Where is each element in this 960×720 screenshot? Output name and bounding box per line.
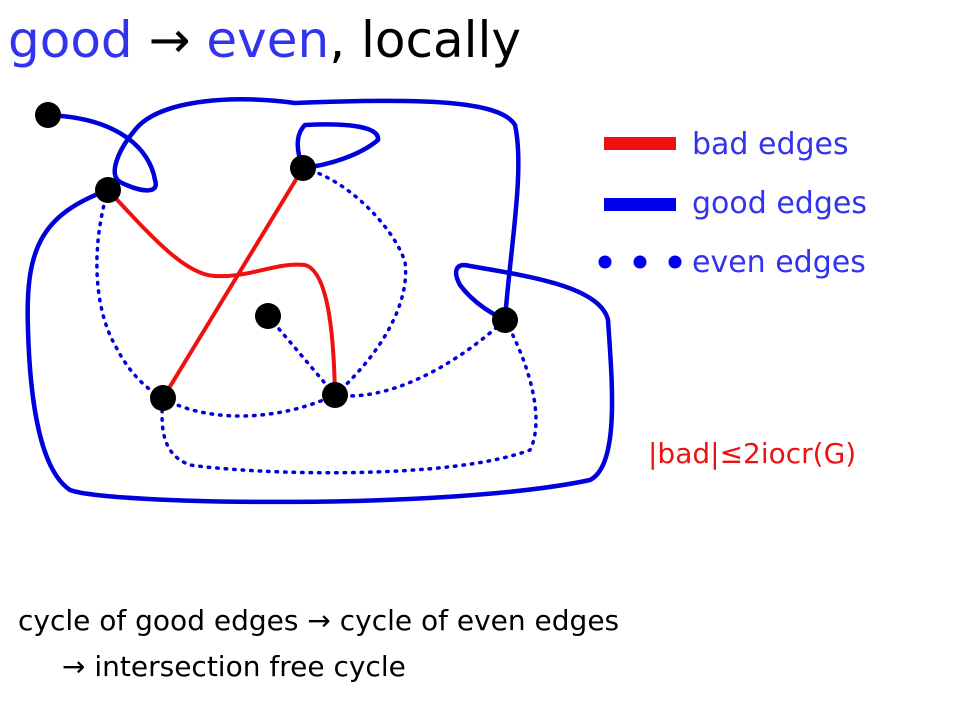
vertex <box>290 155 316 181</box>
bad-edge-swatch <box>604 137 676 150</box>
even-edge <box>333 318 507 398</box>
caption-line-2: → intersection free cycle <box>62 649 406 685</box>
legend-even-label: even edges <box>692 245 866 280</box>
good-edge <box>295 122 381 171</box>
caption-arrow: → <box>62 650 86 683</box>
even-edge <box>161 393 337 418</box>
formula-right: 2iocr(G) <box>743 437 857 470</box>
legend-bad-label: bad edges <box>692 127 849 162</box>
good-edge <box>45 97 521 323</box>
vertex <box>255 303 281 329</box>
vertex <box>492 307 518 333</box>
formula-left: |bad| <box>648 437 720 470</box>
legend-swatches <box>598 137 682 269</box>
good-edges <box>25 97 615 505</box>
even-edge-swatch-dot <box>633 255 647 269</box>
vertex <box>95 177 121 203</box>
caption-intersection-free: intersection free cycle <box>94 650 406 683</box>
caption-arrow: → <box>307 604 331 637</box>
formula-leq: ≤ <box>719 437 744 470</box>
bad-edge <box>106 188 337 397</box>
bad-edges <box>106 166 337 400</box>
title-good: good <box>8 11 133 69</box>
even-edge <box>95 188 165 400</box>
page-title: good → even, locally <box>8 8 521 72</box>
good-edge <box>25 187 615 505</box>
legend-good-label: good edges <box>692 186 867 221</box>
even-edge <box>160 318 538 475</box>
caption-even-cycle: cycle of even edges <box>339 604 620 637</box>
vertices <box>35 102 518 411</box>
even-edge-swatch-dot <box>668 255 682 269</box>
even-edge <box>266 314 337 397</box>
even-edge-swatch-dot <box>598 255 612 269</box>
caption-line-1: cycle of good edges → cycle of even edge… <box>18 603 619 639</box>
title-arrow: → <box>148 11 191 69</box>
bad-bound-formula: |bad|≤2iocr(G) <box>648 436 856 472</box>
vertex <box>322 382 348 408</box>
even-edge <box>301 166 408 397</box>
title-even: even <box>206 11 330 69</box>
good-edge-swatch <box>604 198 676 211</box>
even-edges <box>95 166 538 475</box>
title-rest: , locally <box>329 11 521 69</box>
caption-good-cycle: cycle of good edges <box>18 604 299 637</box>
bad-edge <box>161 166 305 400</box>
vertex <box>35 102 61 128</box>
vertex <box>150 385 176 411</box>
